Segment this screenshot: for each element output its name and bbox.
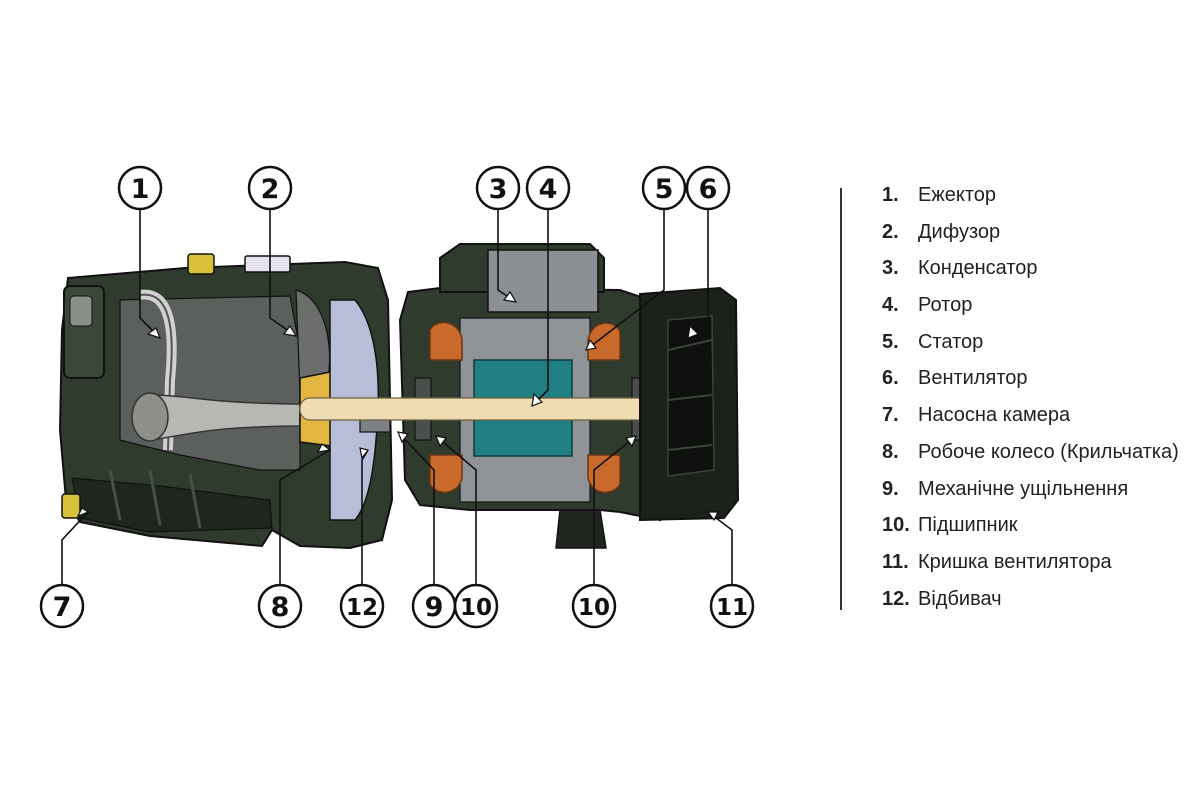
legend-label: Відбивач: [918, 587, 1002, 610]
svg-text:7: 7: [53, 592, 72, 623]
legend-number: 2.: [882, 220, 899, 243]
callout-2: 2: [247, 165, 293, 211]
chamber-interior: [119, 295, 301, 471]
leader-10a: [435, 435, 477, 586]
callout-10a: 10: [453, 583, 499, 629]
legend-item: 6. Вентилятор: [882, 367, 1194, 404]
legend-label: Робоче колесо (Крильчатка): [918, 440, 1179, 463]
pump-body: [58, 253, 394, 550]
callouts: 1 2 3 4 5 6 7 8: [39, 165, 755, 629]
legend-label: Дифузор: [918, 220, 1001, 243]
legend-item: 11. Кришка вентилятора: [882, 551, 1194, 588]
svg-text:12: 12: [346, 595, 378, 621]
leader-5: [585, 208, 665, 351]
svg-text:1: 1: [131, 174, 150, 205]
legend-label: Механічне ущільнення: [918, 477, 1129, 500]
legend-label: Статор: [918, 330, 984, 353]
top-port: [244, 255, 291, 273]
parts-legend: 1. Ежектор 2. Дифузор 3. Конденсатор 4. Рото…: [882, 184, 1194, 624]
legend-divider: [840, 188, 842, 610]
drain-plug: [61, 493, 81, 519]
leader-11: [707, 511, 733, 586]
legend-number: 5.: [882, 330, 899, 353]
legend-item: 7. Насосна камера: [882, 404, 1194, 441]
callout-6: 6: [685, 165, 731, 211]
svg-text:6: 6: [699, 174, 718, 205]
callout-4: 4: [525, 165, 571, 211]
svg-text:10: 10: [460, 595, 492, 621]
callout-11: 11: [709, 583, 755, 629]
stator-winding-top-right: [587, 322, 621, 361]
legend-item: 12. Відбивач: [882, 588, 1194, 625]
legend-item: 4. Ротор: [882, 294, 1194, 331]
callout-10b: 10: [571, 583, 617, 629]
callout-5: 5: [641, 165, 687, 211]
legend-label: Підшипник: [918, 514, 1018, 537]
legend-number: 10.: [882, 514, 910, 537]
svg-text:10: 10: [578, 595, 610, 621]
callout-9: 9: [411, 583, 457, 629]
legend-number: 11.: [882, 550, 909, 573]
fan-assembly: [639, 286, 740, 522]
callout-1: 1: [117, 165, 163, 211]
legend-number: 4.: [882, 294, 899, 317]
leader-8: [279, 449, 331, 586]
svg-text:8: 8: [271, 592, 290, 623]
motor-foot: [555, 509, 607, 549]
priming-plug: [187, 253, 215, 275]
legend-item: 1. Ежектор: [882, 184, 1194, 221]
stator-winding-top-left: [429, 321, 463, 361]
leader-9: [397, 431, 435, 586]
svg-text:9: 9: [425, 592, 444, 623]
callout-7: 7: [39, 583, 85, 629]
legend-item: 9. Механічне ущільнення: [882, 478, 1194, 515]
fan: [667, 315, 715, 477]
svg-text:11: 11: [716, 595, 748, 621]
legend-number: 1.: [882, 184, 899, 206]
leader-7: [61, 511, 89, 586]
legend-label: Ежектор: [918, 184, 996, 206]
svg-text:3: 3: [489, 174, 508, 205]
legend-item: 3. Конденсатор: [882, 257, 1194, 294]
legend-label: Насосна камера: [918, 404, 1071, 427]
legend-label: Вентилятор: [918, 367, 1028, 390]
svg-text:5: 5: [655, 174, 674, 205]
leader-10b: [593, 435, 637, 586]
callout-3: 3: [475, 165, 521, 211]
svg-text:2: 2: [261, 174, 280, 205]
legend-number: 9.: [882, 477, 899, 500]
stator-winding-bottom-left: [429, 454, 463, 493]
capacitor: [487, 249, 599, 313]
pump-cutaway-diagram: 1 2 3 4 5 6 7 8: [39, 165, 755, 629]
callout-12: 12: [339, 583, 385, 629]
leader-arrowheads: [76, 290, 719, 522]
motor: [398, 243, 662, 549]
legend-label: Кришка вентилятора: [918, 550, 1112, 573]
legend-item: 2. Дифузор: [882, 221, 1194, 258]
callout-8: 8: [257, 583, 303, 629]
legend-number: 8.: [882, 440, 899, 463]
legend-label: Конденсатор: [918, 257, 1038, 280]
stator-winding-bottom-right: [587, 454, 621, 493]
legend-number: 12.: [882, 587, 910, 610]
legend-number: 3.: [882, 257, 899, 280]
legend-label: Ротор: [918, 294, 973, 317]
legend-item: 8. Робоче колесо (Крильчатка): [882, 441, 1194, 478]
pump-chamber: [71, 477, 273, 533]
legend-number: 6.: [882, 367, 899, 390]
legend-item: 10. Підшипник: [882, 514, 1194, 551]
legend-item: 5. Статор: [882, 331, 1194, 368]
legend-number: 7.: [882, 404, 899, 427]
svg-text:4: 4: [539, 174, 558, 205]
